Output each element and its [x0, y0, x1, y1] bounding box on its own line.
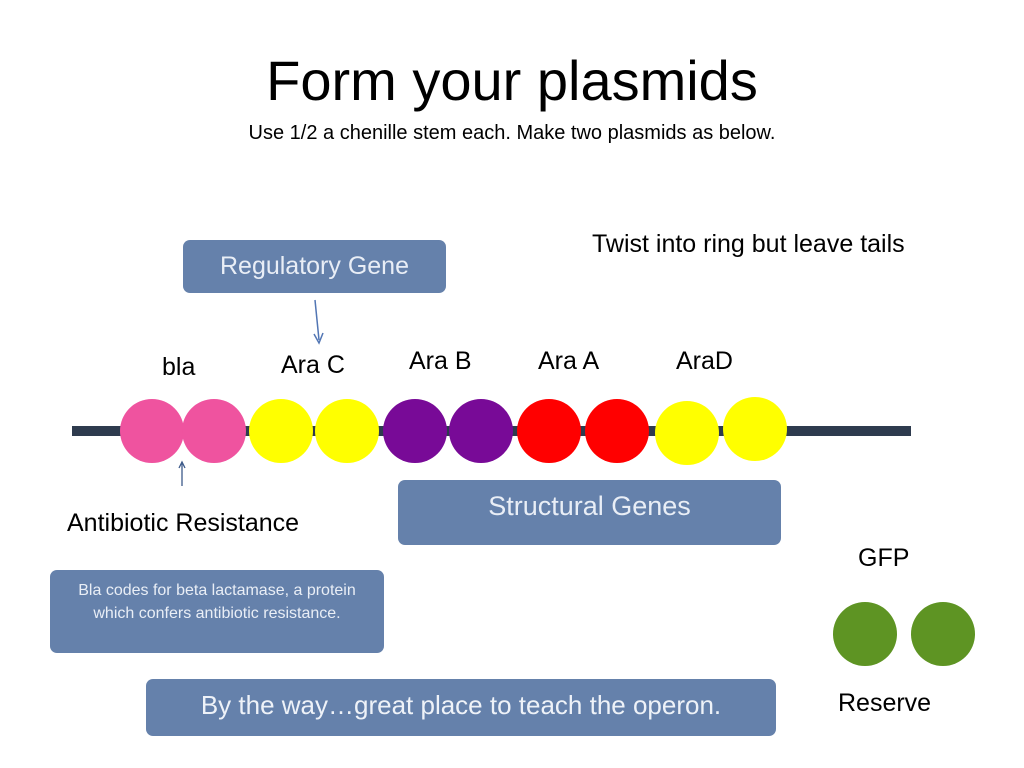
reserve-bead-group	[833, 602, 975, 666]
label-reserve: Reserve	[838, 689, 932, 717]
bead-ara-a-2	[585, 399, 649, 463]
bead-ara-b-1	[383, 399, 447, 463]
antibiotic-arrowhead	[178, 460, 186, 469]
slide-subtitle: Use 1/2 a chenille stem each. Make two p…	[248, 122, 776, 144]
label-ara-c: Ara C	[281, 351, 345, 379]
operon-note-box: By the way…great place to teach the oper…	[146, 679, 776, 736]
bead-ara-b-2	[449, 399, 513, 463]
regulatory-arrowhead	[313, 332, 324, 345]
bead-gfp-2	[911, 602, 975, 666]
label-ara-a: Ara A	[538, 347, 600, 375]
bla-note-text: Bla codes for beta lactamase, a protein …	[78, 582, 356, 622]
label-gfp: GFP	[858, 544, 910, 572]
bla-note-box: Bla codes for beta lactamase, a protein …	[50, 570, 384, 653]
bead-bla-1	[120, 399, 184, 463]
label-bla: bla	[162, 353, 196, 381]
label-ara-b: Ara B	[409, 347, 472, 375]
bead-arad-1	[655, 401, 719, 465]
bead-arad-2	[723, 397, 787, 461]
regulatory-arrow	[314, 299, 320, 341]
label-antibiotic-resistance: Antibiotic Resistance	[67, 509, 300, 537]
bead-ara-c-1	[249, 399, 313, 463]
bead-group	[120, 397, 787, 465]
bead-ara-a-1	[517, 399, 581, 463]
label-ara-d: AraD	[676, 347, 733, 375]
structural-genes-box: Structural Genes	[398, 480, 781, 545]
slide-title: Form your plasmids	[266, 49, 758, 112]
bead-ara-c-2	[315, 399, 379, 463]
regulatory-gene-box: Regulatory Gene	[183, 240, 446, 293]
instruction-text: Twist into ring but leave tails	[592, 230, 905, 258]
bead-gfp-1	[833, 602, 897, 666]
bead-bla-2	[182, 399, 246, 463]
